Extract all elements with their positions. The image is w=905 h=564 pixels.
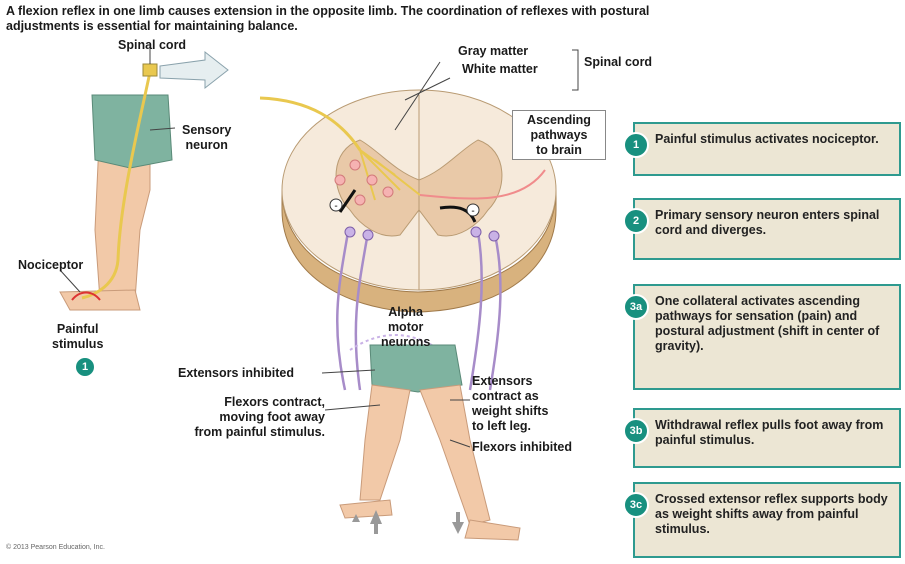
step-3a-text: One collateral activates ascending pathw… <box>655 294 891 354</box>
spinal-cord-bracket-label: Spinal cord <box>584 55 652 70</box>
white-matter-label: White matter <box>462 62 538 77</box>
step-1-marker-text: 1 <box>82 361 88 373</box>
step-3c-box: 3c Crossed extensor reflex supports body… <box>633 482 901 558</box>
step-1-badge: 1 <box>623 132 649 158</box>
spinal-cord-label: Spinal cord <box>118 38 186 53</box>
step-3b-text: Withdrawal reflex pulls foot away from p… <box>655 418 891 448</box>
bottom-shorts <box>370 345 462 392</box>
extensors-inhibited-label: Extensors inhibited <box>178 366 294 381</box>
step-1-text: Painful stimulus activates nociceptor. <box>655 132 891 147</box>
ascending-pathways-box: Ascending pathways to brain <box>512 110 606 160</box>
step-1-marker: 1 <box>75 357 95 377</box>
inhibit-sign-left: - <box>334 201 337 212</box>
zoom-arrow <box>160 52 228 88</box>
flexors-inhibited-label: Flexors inhibited <box>472 440 572 455</box>
inhibit-sign-right: - <box>471 206 474 217</box>
step-3c-text: Crossed extensor reflex supports body as… <box>655 492 891 537</box>
gray-matter-label: Gray matter <box>458 44 528 59</box>
step-2-text: Primary sensory neuron enters spinal cor… <box>655 208 891 238</box>
bottom-left-leg <box>360 385 410 500</box>
step-3c-badge: 3c <box>623 492 649 518</box>
extensors-contract-label: Extensors contract as weight shifts to l… <box>472 374 548 434</box>
step-3b-badge: 3b <box>623 418 649 444</box>
painful-stimulus-label: Painful stimulus <box>52 322 103 352</box>
step-2-badge: 2 <box>623 208 649 234</box>
step-3a-badge: 3a <box>623 294 649 320</box>
sensory-neuron-label: Sensory neuron <box>182 123 231 153</box>
step-3a-box: 3a One collateral activates ascending pa… <box>633 284 901 390</box>
copyright-text: © 2013 Pearson Education, Inc. <box>6 544 105 551</box>
step-2-box: 2 Primary sensory neuron enters spinal c… <box>633 198 901 260</box>
alpha-motor-neurons-label: Alpha motor neurons <box>381 305 430 350</box>
step-1-box: 1 Painful stimulus activates nociceptor. <box>633 122 901 176</box>
down-arrow <box>452 512 464 534</box>
left-leg-figure <box>60 48 228 310</box>
nociceptor-label: Nociceptor <box>18 258 83 273</box>
spinal-cord-mini <box>143 64 157 76</box>
flexors-contract-label: Flexors contract, moving foot away from … <box>160 395 325 440</box>
step-3b-box: 3b Withdrawal reflex pulls foot away fro… <box>633 408 901 468</box>
